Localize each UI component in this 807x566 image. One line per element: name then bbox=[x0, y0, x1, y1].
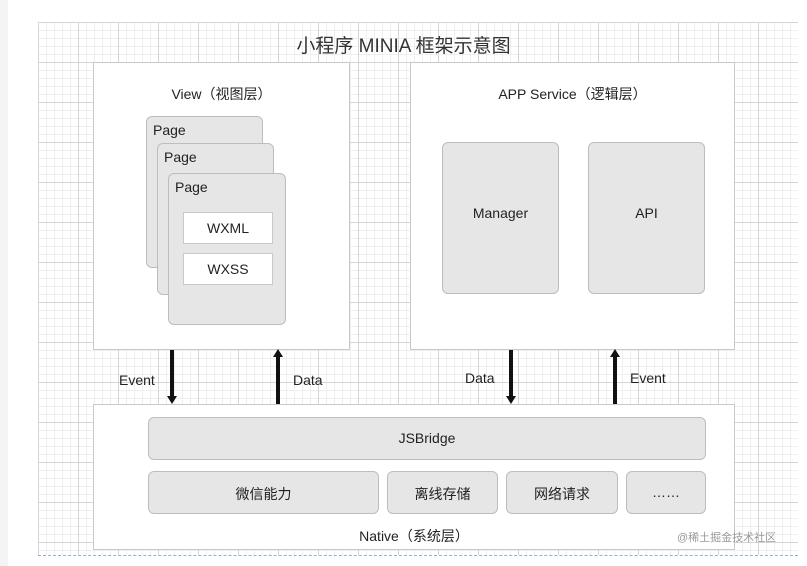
diagram-title: 小程序 MINIA 框架示意图 bbox=[296, 36, 511, 57]
more-box: …… bbox=[626, 471, 706, 514]
watermark: @稀土掘金技术社区 bbox=[677, 532, 777, 544]
native-layer-title: Native（系统层） bbox=[359, 528, 469, 544]
jsbridge-label: JSBridge bbox=[398, 430, 456, 446]
capability-label: 微信能力 bbox=[235, 486, 292, 502]
wxss-box: WXSS bbox=[183, 253, 273, 285]
view-event-arrow bbox=[170, 350, 174, 396]
wechat-capability-box: 微信能力 bbox=[148, 471, 379, 514]
page-card-front: Page bbox=[168, 173, 286, 325]
view-event-label: Event bbox=[119, 372, 155, 388]
wxml-box: WXML bbox=[183, 212, 273, 244]
service-data-arrow bbox=[509, 350, 513, 396]
jsbridge-box: JSBridge bbox=[148, 417, 706, 460]
capability-label: 网络请求 bbox=[534, 486, 590, 502]
capability-label: …… bbox=[652, 484, 680, 500]
api-box: API bbox=[588, 142, 705, 294]
service-event-arrow bbox=[613, 357, 617, 404]
capability-label: 离线存储 bbox=[414, 486, 471, 502]
arrow-down-icon bbox=[506, 396, 516, 404]
manager-label: Manager bbox=[472, 205, 529, 221]
page-label: Page bbox=[153, 122, 186, 138]
arrow-up-icon bbox=[610, 349, 620, 357]
service-layer-title: APP Service（逻辑层） bbox=[498, 86, 647, 102]
network-request-box: 网络请求 bbox=[506, 471, 618, 514]
service-data-label: Data bbox=[465, 370, 495, 386]
manager-box: Manager bbox=[442, 142, 559, 294]
service-event-label: Event bbox=[630, 370, 666, 386]
api-label: API bbox=[635, 205, 658, 221]
page-label: Page bbox=[175, 179, 208, 195]
arrow-down-icon bbox=[167, 396, 177, 404]
arrow-up-icon bbox=[273, 349, 283, 357]
page-margin bbox=[0, 0, 8, 566]
view-layer-title: View（视图层） bbox=[171, 86, 272, 102]
view-data-label: Data bbox=[293, 372, 323, 388]
offline-storage-box: 离线存储 bbox=[387, 471, 498, 514]
canvas-bottom-border bbox=[38, 555, 798, 556]
page-label: Page bbox=[164, 149, 197, 165]
view-data-arrow bbox=[276, 357, 280, 404]
